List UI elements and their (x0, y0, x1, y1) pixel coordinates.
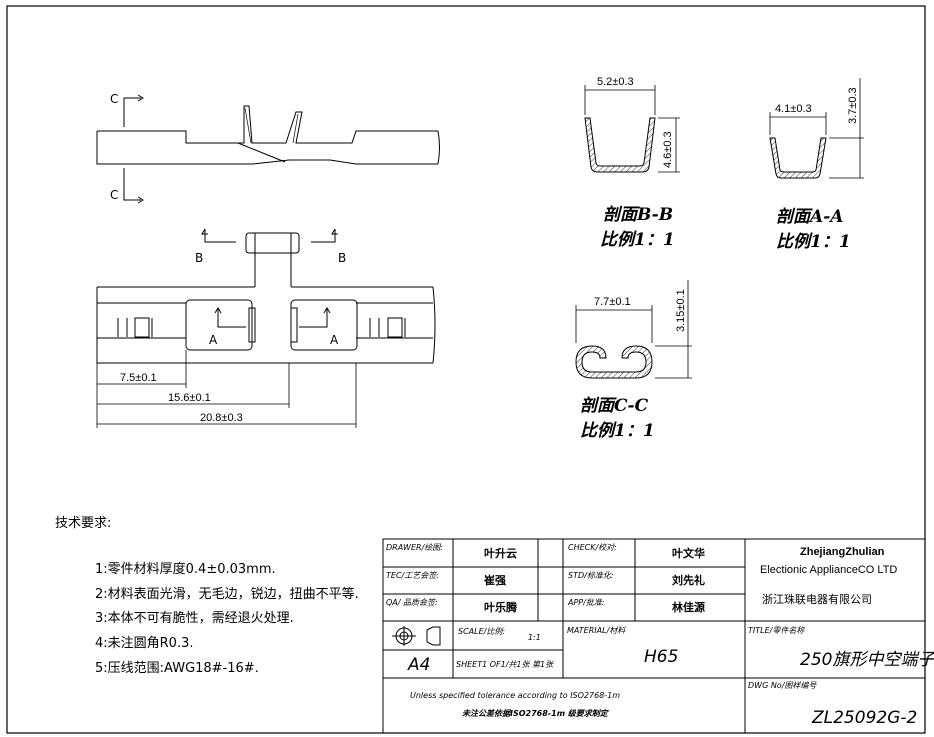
section-b-label-right: B (338, 251, 346, 265)
bb-height: 4.6±0.3 (662, 131, 674, 168)
sheet-size: A4 (407, 655, 430, 675)
notes-heading: 技术要求: (55, 516, 111, 531)
side-view (96, 105, 440, 165)
app-label: APP/批准: (567, 598, 605, 607)
company-cn: 浙江珠联电器有限公司 (762, 592, 872, 606)
note-4: 4:未注圆角R0.3. (95, 636, 194, 651)
section-a-label-left: A (209, 333, 218, 347)
aa-title: 剖面A-A (776, 207, 843, 227)
check-label: CHECK/校对: (568, 543, 617, 552)
scale-label: SCALE/比例: (458, 627, 505, 636)
tolerance-cn: 未注公差依据ISO2768-1m 级要求制定 (462, 709, 610, 718)
dwg-number: ZL25092G-2 (811, 708, 917, 728)
note-3: 3:本体不可有脆性，需经退火处理. (95, 610, 294, 626)
front-dimension-lines (96, 350, 357, 428)
scale-value: 1:1 (528, 633, 541, 642)
qa-label: QA/ 品质会签: (386, 598, 438, 607)
section-a-markers (214, 307, 331, 328)
material-label: MATERIAL/材料 (567, 626, 626, 635)
section-c-label-top: C (110, 92, 118, 106)
section-cc-dims (575, 280, 692, 379)
projection-symbol-icon (392, 626, 441, 646)
dim-15-6: 15.6±0.1 (168, 392, 211, 404)
dwg-label: DWG No/图样编号 (748, 681, 817, 690)
note-1: 1:零件材料厚度0.4±0.03mm. (95, 561, 276, 577)
app-value: 林佳源 (672, 600, 705, 614)
material-value: H65 (644, 647, 678, 667)
std-value: 刘先礼 (672, 573, 705, 587)
aa-height: 3.7±0.3 (847, 87, 859, 124)
section-bb-shape (584, 117, 656, 173)
section-c-markers (123, 94, 144, 204)
cc-scale: 比例1：1 (580, 421, 655, 441)
drawer-label: DRAWER/绘图: (386, 543, 443, 552)
title-label: TITLE/零件名称 (748, 626, 806, 635)
section-cc-shape (575, 345, 653, 379)
front-view (96, 232, 436, 364)
title-block-grid (382, 538, 926, 734)
aa-scale: 比例1：1 (776, 232, 851, 252)
bb-width: 5.2±0.3 (597, 76, 634, 88)
company-en-1: ZhejiangZhulian (800, 546, 885, 558)
section-aa-dims (769, 78, 864, 179)
company-en-2: Electionic ApplianceCO LTD (760, 564, 897, 576)
drawer-value: 叶升云 (484, 546, 517, 560)
section-b-label-left: B (195, 251, 203, 265)
cc-title: 剖面C-C (580, 396, 649, 416)
dim-20-8: 20.8±0.3 (200, 412, 243, 424)
bb-scale: 比例1：1 (600, 230, 675, 250)
section-b-markers (201, 228, 338, 243)
tec-label: TEC/工艺会签: (386, 571, 439, 580)
note-5: 5:压线范围:AWG18#-16#. (95, 661, 259, 676)
aa-width: 4.1±0.3 (775, 103, 812, 115)
dim-7-5: 7.5±0.1 (120, 372, 157, 384)
bb-title: 剖面B-B (603, 205, 673, 225)
section-aa-shape (769, 137, 827, 179)
std-label: STD/标准化: (568, 571, 614, 580)
cc-height: 3.15±0.1 (675, 289, 687, 332)
qa-value: 叶乐腾 (484, 600, 518, 614)
sheet-info: SHEET1 OF1/共1张 第1张 (456, 660, 554, 669)
section-c-label-bottom: C (110, 188, 118, 202)
tec-value: 崔强 (483, 573, 506, 587)
tolerance-en: Unless specified tolerance according to … (410, 691, 620, 700)
check-value: 叶文华 (672, 546, 705, 560)
section-a-label-right: A (330, 333, 339, 347)
note-2: 2:材料表面光滑，无毛边，锐边，扭曲不平等. (95, 586, 359, 602)
section-bb-dims (584, 85, 680, 173)
part-title: 250旗形中空端子 (800, 650, 934, 670)
cc-width: 7.7±0.1 (594, 296, 631, 308)
